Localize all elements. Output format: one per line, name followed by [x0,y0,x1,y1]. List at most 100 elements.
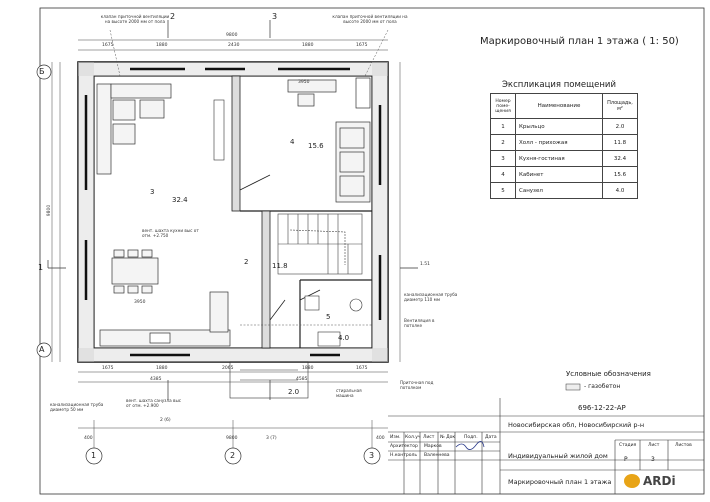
legend-item: - газобетон [584,383,621,390]
room-name: Санузел [515,182,603,199]
project-name: Индивидуальный жилой дом [508,452,608,460]
address: Новосибирская обл, Новосибирский р-н [508,421,645,429]
dim-top: 1675 [356,43,368,48]
stage-label: Стадия [619,443,637,448]
kitchen-shaft-note: вент. шахта кухни выс от отм. +2.750 [142,228,199,238]
column-header: Наименование [515,93,603,119]
dim-misc: 2 (6) [160,418,171,423]
sewer-note-right: канализационная труба диаметр 110 мм [404,292,458,302]
legend-title: Условные обозначения [566,370,651,378]
stamp-col: Дата [485,435,497,440]
room-area: 15.6 [602,166,638,183]
room-3-number: 3 [150,188,155,196]
dim-top: 1880 [156,43,168,48]
section-3-label: 3 [272,12,278,21]
room-2-number: 2 [244,258,249,266]
room-area: 2.0 [602,118,638,135]
sheet-label: Лист [648,443,660,448]
room-4-area: 15.6 [308,142,324,150]
laundry-note: стиральная машина [336,388,362,398]
room-2-area: 11.8 [272,262,288,270]
dim-left-total: 9800 [47,204,53,217]
room-number: 2 [490,134,516,151]
table-header-row: Номер поме- щения Наименование Площадь, … [490,93,638,119]
dim-misc: 400 [376,436,385,441]
stamp-role: Н.контроль [390,453,417,458]
explication-table: Номер поме- щения Наименование Площадь, … [490,93,638,199]
room-4-number: 4 [290,138,295,146]
stamp-person: Марков [424,444,442,449]
sheet-title: Маркировочный план 1 этажа ( 1: 50) [480,36,679,47]
explication-title: Экспликация помещений [502,80,616,90]
sheet-value: 3 [651,456,655,463]
stamp-col: Подп. [464,435,478,440]
section-2-label: 2 [170,12,176,21]
dim-bottom: 1880 [302,366,314,371]
dim-misc: 400 [84,436,93,441]
dim-bottom-total: 9800 [226,436,238,441]
dim-axis: 4385 [150,377,162,382]
dim-top: 2430 [228,43,240,48]
dim-top: 1675 [102,43,114,48]
axis-2: 2 [230,451,236,460]
room-number: 1 [490,118,516,135]
dim-misc: 3950 [134,300,146,305]
room-name: Кухня-гостиная [515,150,603,167]
logo-icon [624,474,640,488]
room-number: 5 [490,182,516,199]
stamp-person: Валеннева [424,453,450,458]
room-area: 11.8 [602,134,638,151]
axis-3: 3 [369,451,375,460]
dim-top: 1880 [302,43,314,48]
room-number: 4 [490,166,516,183]
room-name: Кабинет [515,166,603,183]
table-row: 1 Крыльцо 2.0 [490,118,638,135]
stage-value: Р [624,456,628,463]
company-logo: ARDi [643,474,676,488]
stamp-col: Изм. [390,435,401,440]
axis-1: 1 [91,451,97,460]
room-area: 32.4 [602,150,638,167]
stamp-role: Архитектор [390,444,418,449]
sewer-note-left: канализационная труба диаметр 50 мм [50,402,104,412]
table-row: 2 Холл - прихожая 11.8 [490,134,638,151]
valve-note-right: клапан приточной вентиляции на высоте 20… [332,14,408,24]
room-name: Крыльцо [515,118,603,135]
room-3-area: 32.4 [172,196,188,204]
column-header: Площадь, м² [602,93,638,119]
porch-note: Приточная под потолком [400,380,434,390]
table-row: 3 Кухня-гостиная 32.4 [490,150,638,167]
dim-bottom: 2065 [222,366,234,371]
dim-misc: 3 (7) [266,436,277,441]
table-row: 4 Кабинет 15.6 [490,166,638,183]
room-5-area: 4.0 [338,334,350,342]
section-1-label: 1 [38,263,44,272]
project-code: 696-12-22-АР [578,404,626,412]
bath-shaft-note: вент. шахта санузла выс от отм. +2.900 [126,398,182,408]
room-number: 3 [490,150,516,167]
axis-a: А [39,345,45,354]
room-name: Холл - прихожая [515,134,603,151]
level-mark: 1.51 [420,262,431,267]
table-row: 5 Санузел 4.0 [490,182,638,199]
dim-bottom: 1675 [356,366,368,371]
column-header: Номер поме- щения [490,93,516,119]
room-1-area: 2.0 [288,388,300,396]
dim-top-total: 9800 [226,33,238,38]
sheets-label: Листов [675,443,692,448]
room-area: 4.0 [602,182,638,199]
stamp-col: Кол.уч [405,435,421,440]
sheet-name: Маркировочный план 1 этажа [508,478,612,486]
valve-note-left: клапан приточной вентиляции на высоте 20… [100,14,170,24]
dim-bottom: 1880 [156,366,168,371]
dim-misc: 3950 [298,80,310,85]
dim-bottom: 1675 [102,366,114,371]
dim-axis: 4585 [296,377,308,382]
axis-b: Б [39,67,45,76]
room-5-number: 5 [326,313,331,321]
vent-ceiling-note: Вентиляция в потолке [404,318,435,328]
stamp-col: № Док [440,435,456,440]
stamp-col: Лист [423,435,435,440]
